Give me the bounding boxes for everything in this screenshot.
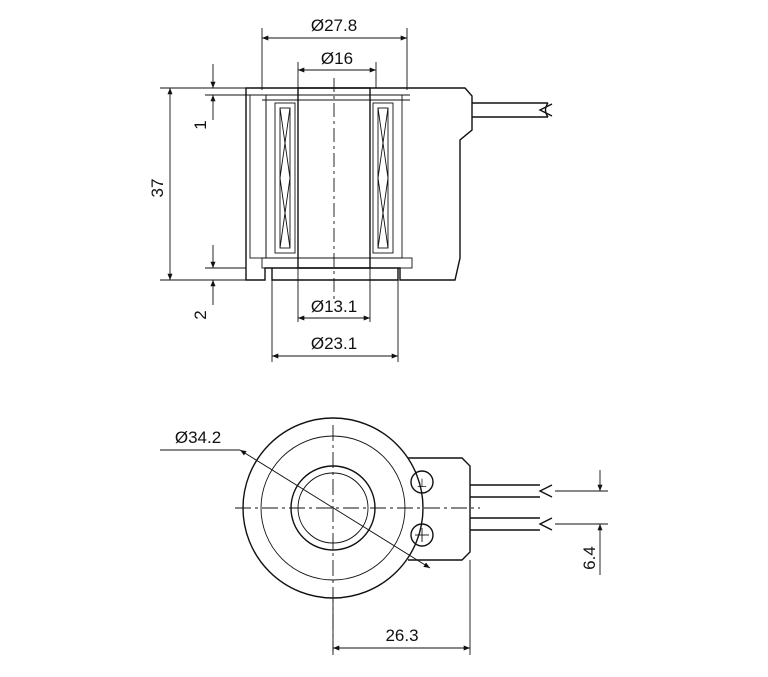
dim-top-offset: 1 — [191, 120, 210, 129]
bottom-boss — [271, 268, 399, 281]
coil-winding-right — [372, 102, 394, 254]
dim-plan-outer-diameter: Ø34.2 — [175, 428, 221, 447]
dim-bottom-inner-diameter: Ø13.1 — [311, 297, 357, 316]
section-view: Ø27.8 Ø16 37 1 2 Ø13.1 Ø23.1 — [148, 16, 553, 362]
dim-bottom-outer-diameter: Ø23.1 — [311, 334, 357, 353]
svg-text:⊥: ⊥ — [417, 476, 427, 490]
terminal-bottom-icon — [410, 523, 434, 547]
coil-winding-left — [274, 102, 296, 254]
plan-view: ⊥ Ø34.2 6.4 26.3 — [160, 417, 608, 655]
dim-inner-diameter-top: Ø16 — [321, 49, 353, 68]
bobbin-left-wall — [249, 94, 267, 259]
plan-lead-wires — [470, 484, 553, 531]
terminal-housing — [408, 457, 471, 561]
dim-plan-width: 26.3 — [385, 626, 418, 645]
section-lead-wire — [472, 102, 553, 118]
dim-outer-diameter-top: Ø27.8 — [311, 16, 357, 35]
housing-body — [245, 87, 473, 281]
dim-lead-spacing: 6.4 — [580, 546, 599, 570]
terminal-top-icon: ⊥ — [410, 470, 434, 494]
dim-bottom-offset: 2 — [191, 310, 210, 319]
dim-height: 37 — [148, 179, 167, 198]
